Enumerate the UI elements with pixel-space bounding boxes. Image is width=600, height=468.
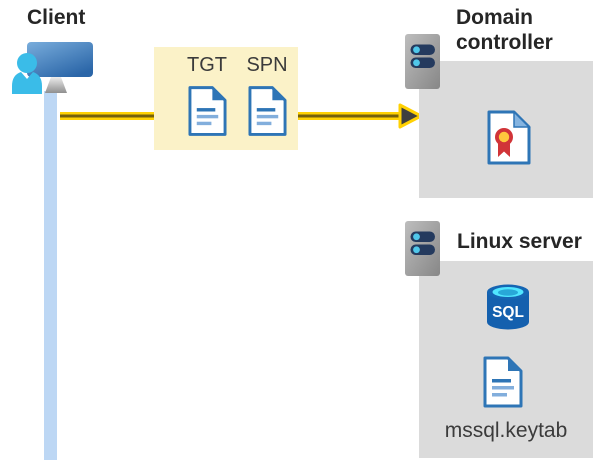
spn-document-icon [247,86,287,136]
sql-database-icon: SQL [487,284,529,330]
client-lifeline [44,91,57,460]
tgt-label: TGT [187,54,227,76]
certificate-icon [487,110,531,165]
ticket-box: TGT SPN [154,47,298,150]
sql-text: SQL [492,304,524,321]
domain-controller-server-icon [405,34,440,89]
tgt-document-icon [187,86,227,136]
client-label: Client [27,6,86,29]
keytab-document-icon [483,356,523,408]
tgt-ticket: TGT [184,52,230,137]
spn-ticket: SPN [244,52,290,137]
kerberos-arrow-segment-left [60,112,174,120]
linux-server-label: Linux server [457,230,582,253]
arrowhead-icon [398,103,423,129]
kerberos-arrow-segment-right [281,112,401,120]
monitor-icon [27,42,93,93]
domain-controller-label: Domain controller [456,6,553,54]
linux-server-icon [405,221,440,276]
client-workstation-icon [12,42,93,94]
user-icon [12,53,42,94]
keytab-label: mssql.keytab [444,419,568,442]
spn-label: SPN [246,54,288,76]
